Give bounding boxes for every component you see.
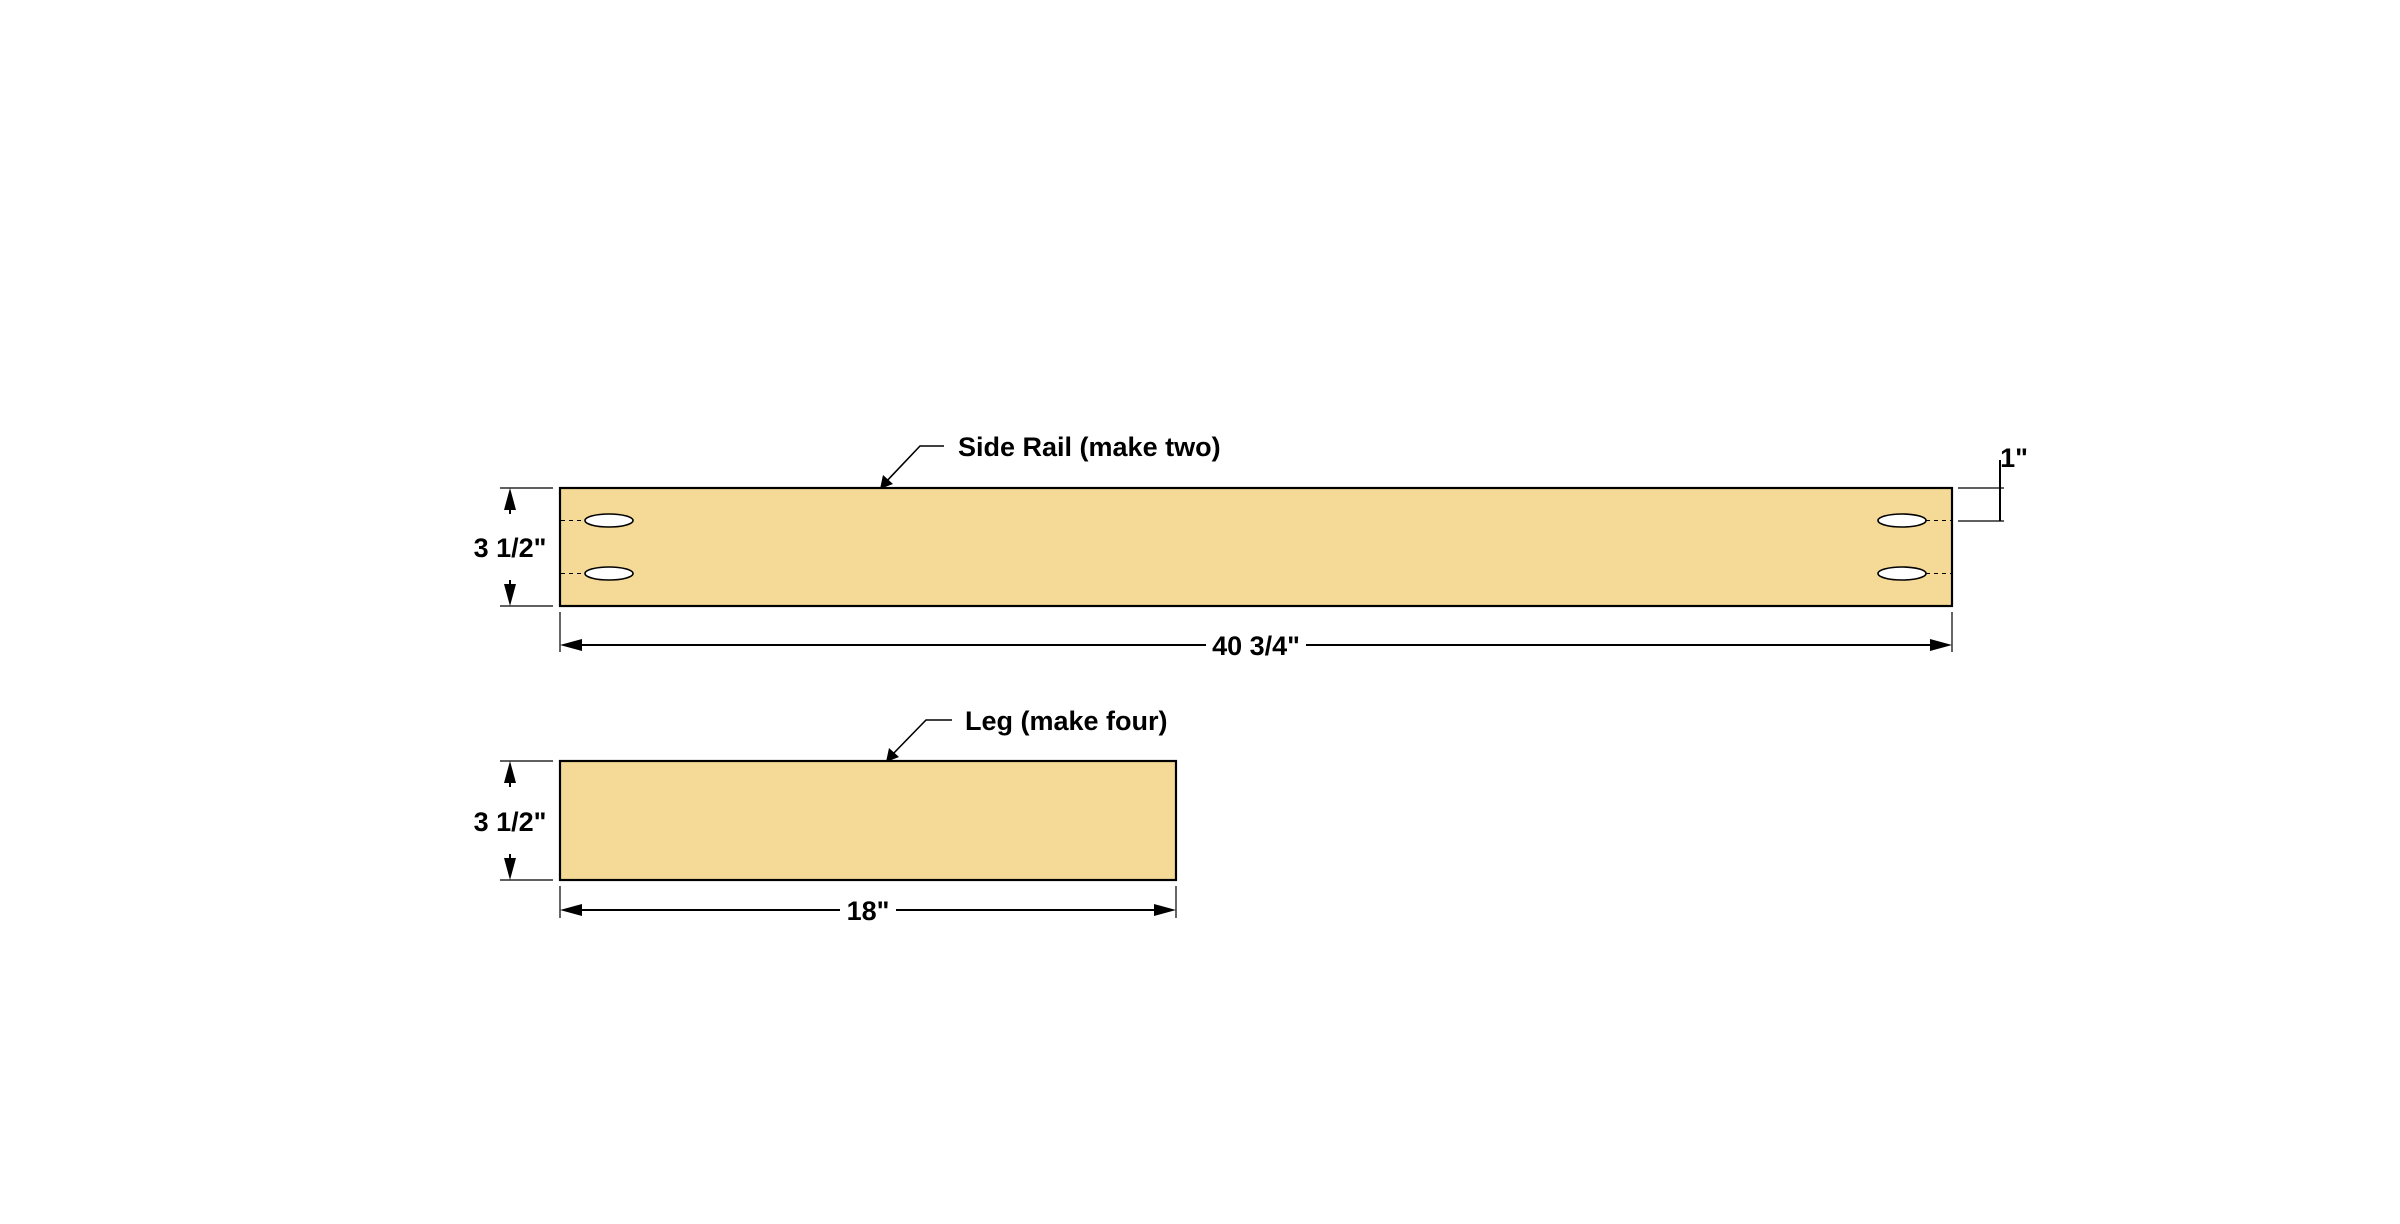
- leader-arrowhead-icon: [880, 475, 893, 489]
- leg-width-label: 3 1/2": [474, 807, 547, 837]
- side-rail-group: Side Rail (make two) 3 1/2" 40 3/4" 1": [474, 432, 2028, 661]
- side-rail-width-label: 3 1/2": [474, 533, 547, 563]
- leader-arrowhead-icon: [886, 748, 899, 762]
- leg-board: [558, 759, 1178, 882]
- arrowhead-icon: [504, 488, 516, 510]
- pocket-hole-icon: [1877, 566, 1927, 581]
- arrowhead-icon: [504, 584, 516, 606]
- callout-leader: [883, 445, 944, 485]
- hole-offset-label: 1": [2000, 443, 2028, 473]
- side-rail-length-label: 40 3/4": [1212, 631, 1300, 661]
- leg-group: Leg (make four) 3 1/2" 18": [474, 706, 1178, 926]
- leg-callout: Leg (make four): [965, 706, 1168, 736]
- pocket-hole-icon: [584, 513, 634, 528]
- side-rail-callout: Side Rail (make two): [958, 432, 1221, 462]
- arrowhead-icon: [560, 904, 582, 916]
- arrowhead-icon: [1930, 639, 1952, 651]
- arrowhead-icon: [504, 761, 516, 783]
- arrowhead-icon: [504, 858, 516, 880]
- arrowhead-icon: [1154, 904, 1176, 916]
- side-rail-board: [558, 486, 1954, 608]
- pocket-hole-icon: [584, 566, 634, 581]
- arrowhead-icon: [560, 639, 582, 651]
- leg-length-label: 18": [847, 896, 890, 926]
- pocket-hole-icon: [1877, 513, 1927, 528]
- callout-leader: [889, 719, 952, 758]
